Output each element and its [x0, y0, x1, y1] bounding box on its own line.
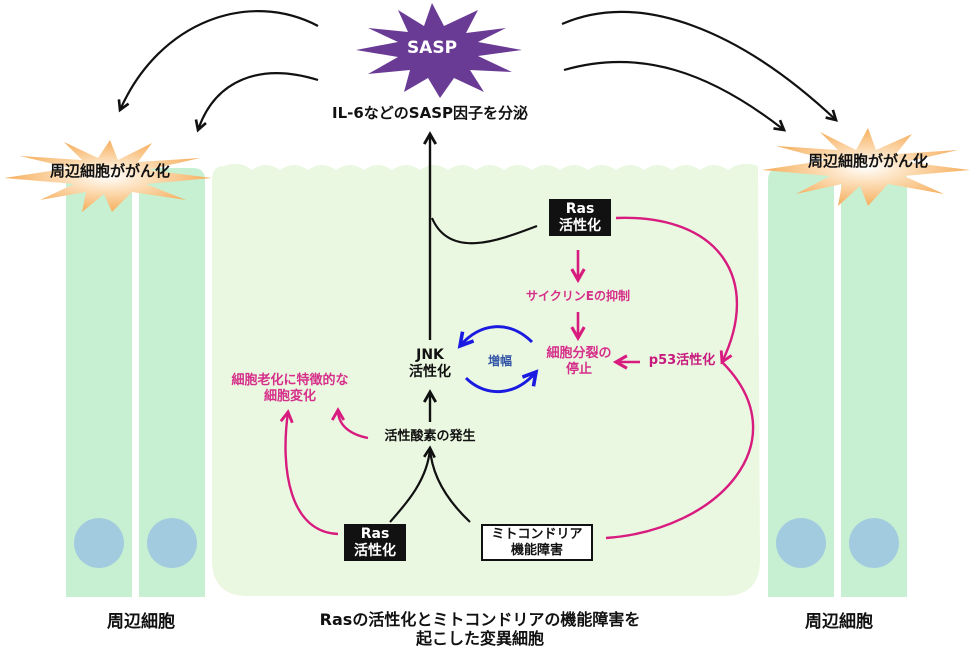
- jnk-activation: JNK 活性化: [398, 347, 462, 381]
- arrest-line2: 停止: [565, 361, 592, 377]
- jnk-line1: JNK: [416, 347, 444, 363]
- amplify-label: 増幅: [487, 354, 512, 368]
- sasp-label: SASP: [406, 38, 458, 58]
- nucleus: [776, 518, 826, 568]
- nucleus: [849, 518, 899, 568]
- neighbor-cell: [841, 168, 907, 597]
- cancer-burst-right: [762, 128, 970, 206]
- arrow-mito-to-p53: [605, 361, 755, 540]
- arrow-sasp-to-right-outer: [561, 10, 838, 122]
- ras-bottom-line2: 活性化: [354, 542, 396, 559]
- cancer-label-left: 周辺細胞ががん化: [49, 162, 170, 180]
- arrow-ros-to-senescence: [330, 407, 369, 440]
- mutant-cell: [212, 163, 760, 596]
- secretion-label: IL-6などのSASP因子を分泌: [331, 104, 528, 122]
- ras-top-line1: Ras: [565, 201, 595, 217]
- mitochondrial-dysfunction: ミトコンドリア 機能障害: [481, 524, 593, 562]
- senescence-line1: 細胞老化に特徴的な: [231, 373, 349, 388]
- blue-arrow-to-arrest: [464, 369, 539, 393]
- neighbor-cell: [66, 168, 132, 597]
- mito-line1: ミトコンドリア: [491, 527, 583, 542]
- arrow-ras-bottom-to-senescence: [279, 409, 339, 536]
- cancer-label-right: 周辺細胞ががん化: [807, 152, 928, 170]
- neighbor-cell: [768, 168, 834, 597]
- senescence-line2: 細胞変化: [263, 388, 316, 404]
- ras-activation-top: Ras 活性化: [549, 199, 611, 237]
- neighbor-cell: [139, 168, 205, 597]
- arrow-sasp-to-right-inner: [563, 60, 787, 132]
- ras-bottom-line1: Ras: [360, 526, 390, 542]
- mito-line2: 機能障害: [510, 542, 563, 558]
- sasp-burst: [356, 3, 522, 98]
- caption-line2: 起こした変異細胞: [415, 629, 544, 649]
- nucleus: [74, 518, 124, 568]
- cancer-burst-left: [4, 140, 212, 212]
- ras-activation-bottom: Ras 活性化: [344, 524, 406, 562]
- mutant-cell-caption: Rasの活性化とミトコンドリアの機能障害を 起こした変異細胞: [290, 610, 670, 648]
- arrow-ras-bottom-to-ros: [389, 445, 436, 523]
- neighbor-cells-left: [66, 168, 205, 597]
- arrow-mito-to-ros: [428, 447, 471, 523]
- neighbor-cell-label-left: 周辺細胞: [107, 612, 175, 632]
- ras-top-line2: 活性化: [559, 217, 601, 234]
- nucleus: [147, 518, 197, 568]
- arrest-line1: 細胞分裂の: [546, 346, 612, 361]
- arrow-ras-top-to-p53: [615, 216, 739, 365]
- ros-generation: 活性酸素の発生: [384, 429, 476, 444]
- caption-line1: Rasの活性化とミトコンドリアの機能障害を: [319, 610, 641, 629]
- neighbor-cell-label-right: 周辺細胞: [805, 612, 873, 632]
- senescence-changes: 細胞老化に特徴的な 細胞変化: [220, 373, 360, 404]
- line-ras-top-to-main: [430, 217, 538, 245]
- arrow-sasp-to-left-outer: [117, 10, 319, 113]
- neighbor-cells-right: [768, 168, 907, 597]
- blue-arrow-to-jnk: [457, 325, 534, 349]
- cyclin-e-suppression: サイクリンEの抑制: [526, 289, 630, 303]
- jnk-line2: 活性化: [409, 363, 451, 380]
- cell-division-arrest: 細胞分裂の 停止: [534, 346, 624, 377]
- arrow-sasp-to-left-inner: [194, 72, 319, 133]
- p53-activation: p53活性化: [648, 353, 716, 368]
